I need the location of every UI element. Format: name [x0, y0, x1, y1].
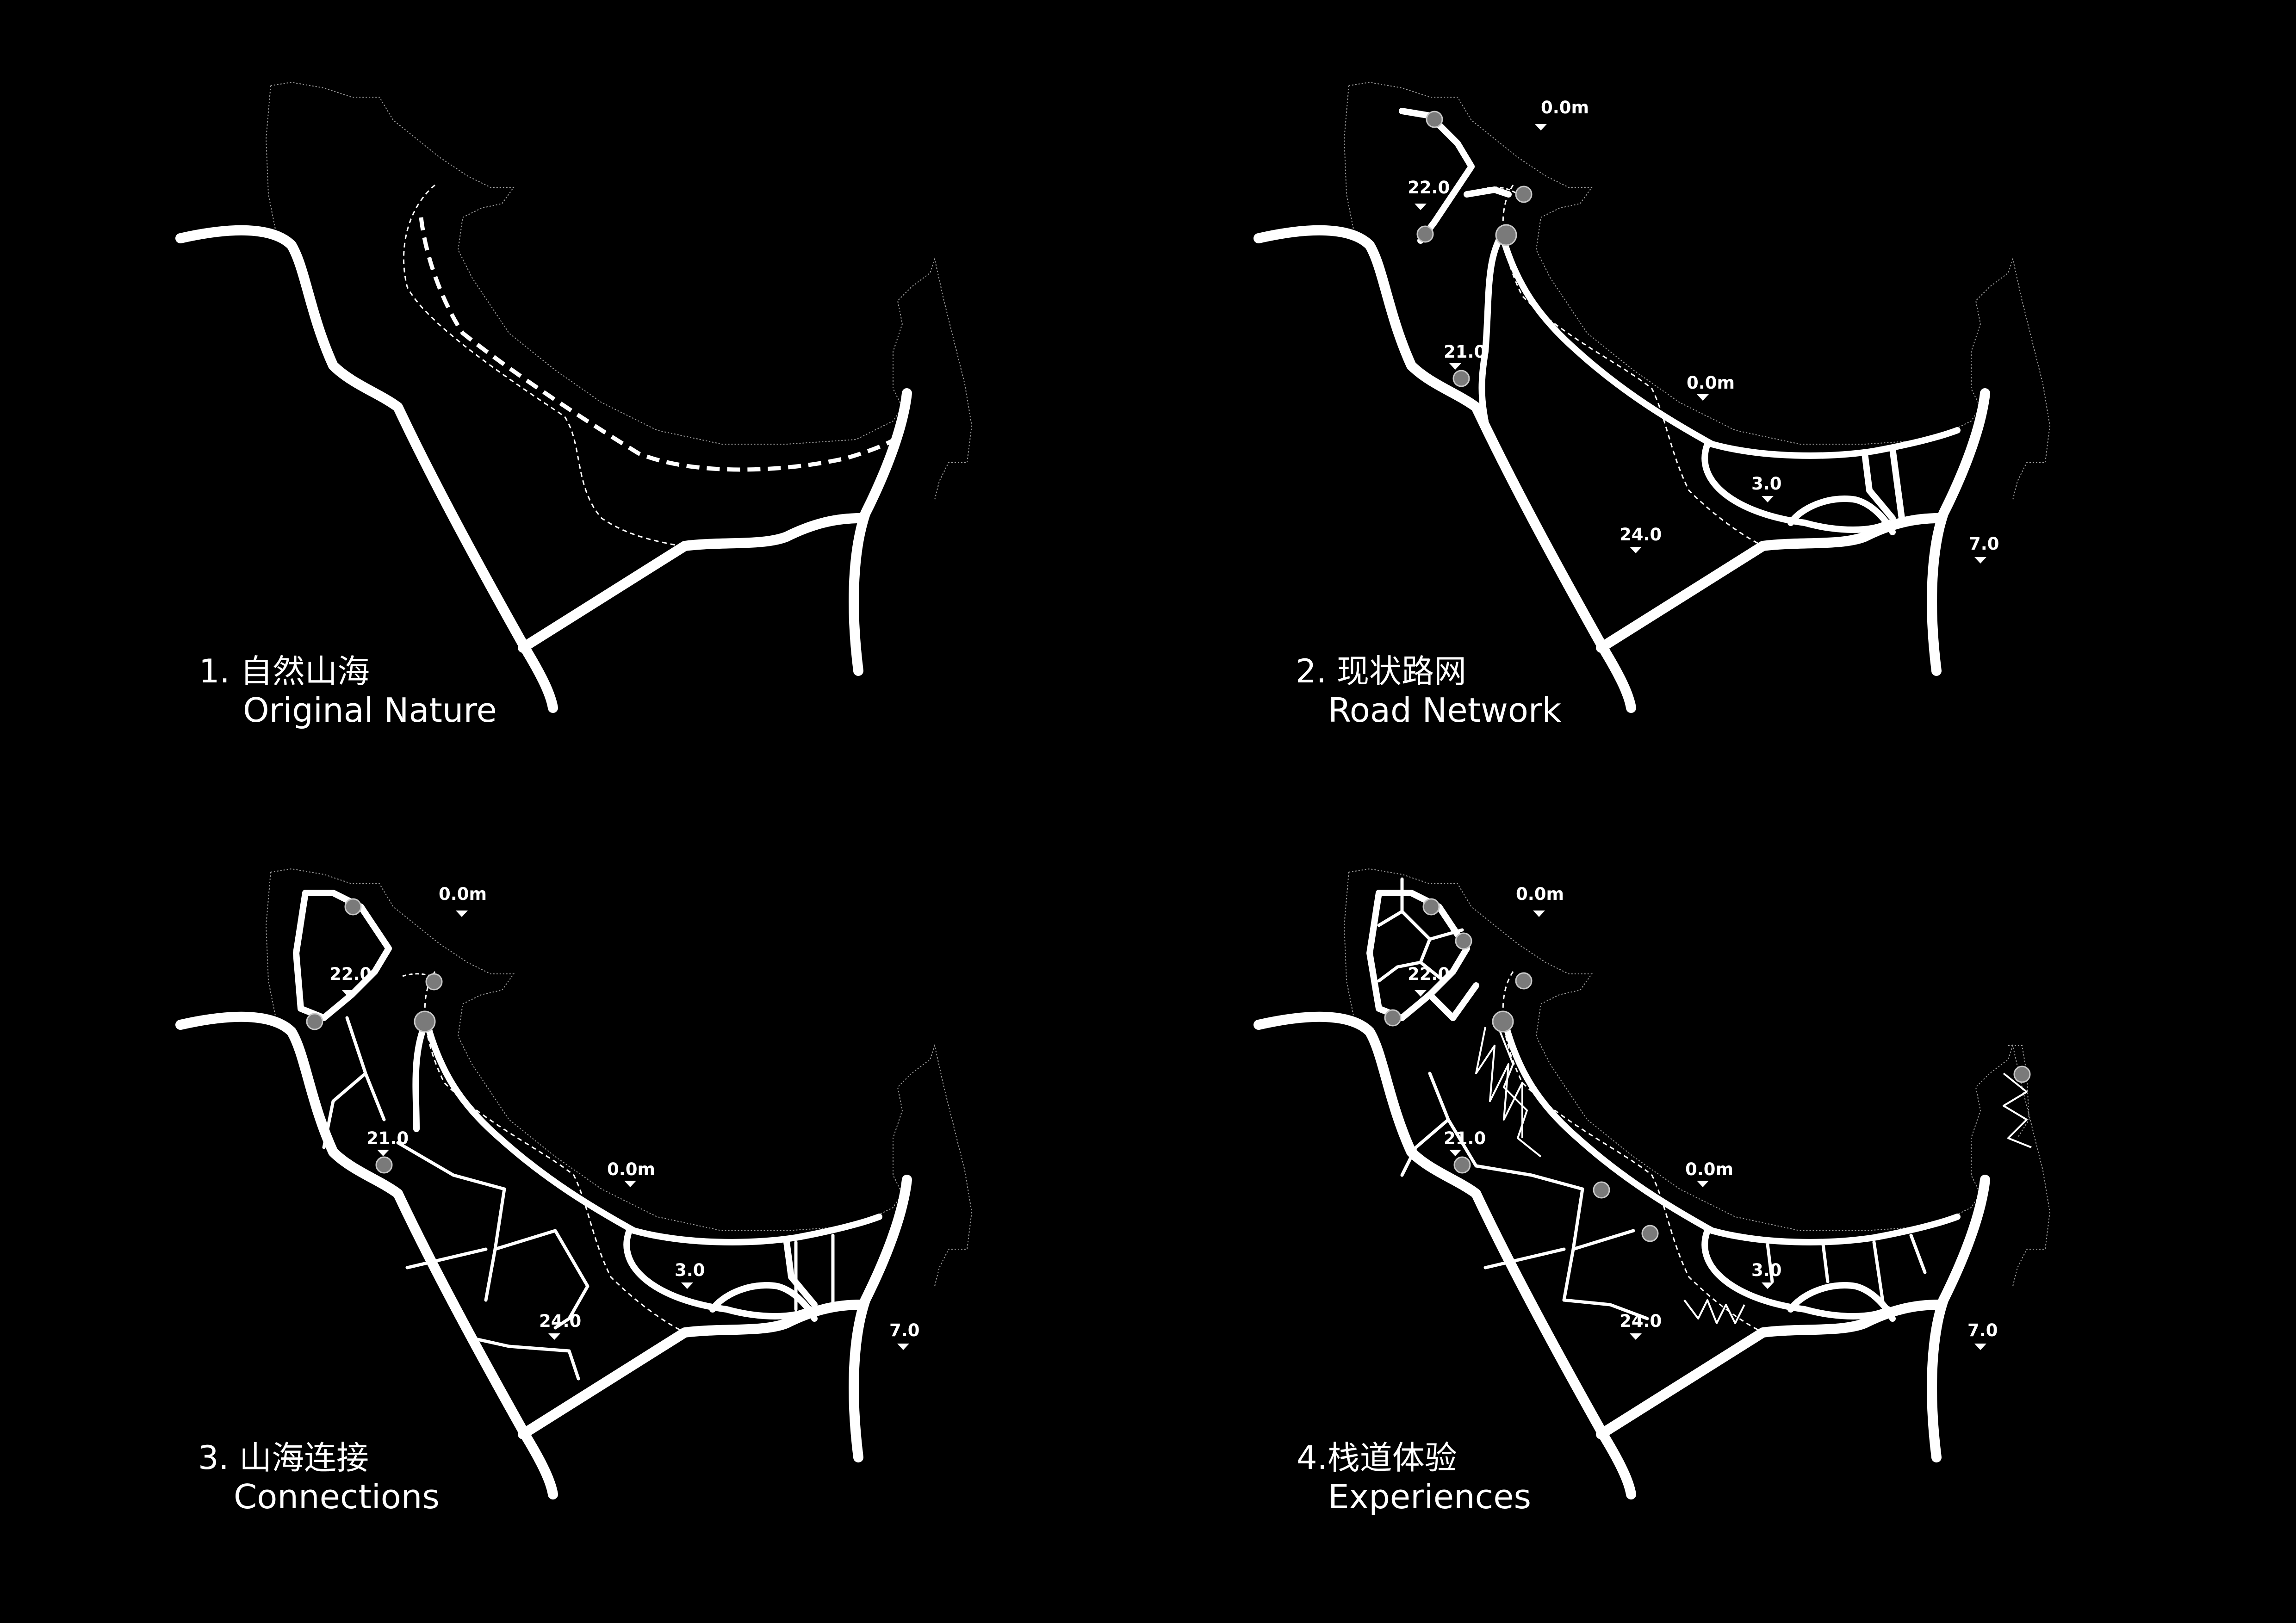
elevation-label: 24.0	[1620, 1311, 1662, 1331]
coast-walkway	[419, 217, 904, 472]
circle-node-icon	[1416, 225, 1434, 243]
elevation-label: 22.0	[1408, 964, 1450, 984]
circle-node-icon	[1384, 1009, 1402, 1027]
boardwalk-network	[1377, 877, 1927, 1320]
triangle-down-icon	[456, 911, 468, 917]
elevation-label: 3.0	[1751, 1260, 1782, 1280]
road-network	[293, 890, 882, 1322]
triangle-down-icon	[897, 1344, 909, 1350]
elevation-label: 22.0	[1408, 178, 1450, 198]
circle-node-icon	[1422, 898, 1440, 916]
triangle-down-icon	[1762, 1282, 1774, 1289]
elevation-label: 7.0	[1967, 1320, 1998, 1340]
triangle-down-icon	[1415, 204, 1427, 210]
panel-1-caption-en: Original Nature	[243, 691, 497, 730]
elevation-label: 7.0	[1969, 534, 1999, 554]
panel-2-caption-cn: 2. 现状路网	[1296, 652, 1466, 690]
elevation-label: 0.0m	[439, 884, 487, 904]
circle-node-icon	[306, 1013, 323, 1030]
circle-node-icon	[1492, 1010, 1514, 1033]
elevation-label: 3.0	[1751, 474, 1782, 494]
triangle-down-icon	[377, 1150, 389, 1156]
viewpoint-nodes	[1384, 898, 2031, 1242]
elevation-label: 0.0m	[1516, 884, 1564, 904]
panel-2-caption-en: Road Network	[1328, 691, 1561, 730]
circle-node-icon	[1593, 1181, 1610, 1199]
triangle-down-icon	[1535, 124, 1547, 130]
panel-3-caption-en: Connections	[234, 1477, 440, 1516]
elevation-label: 0.0m	[607, 1159, 655, 1179]
circle-node-icon	[1515, 972, 1533, 990]
circle-node-icon	[344, 898, 362, 916]
viewpoint-nodes	[306, 898, 443, 1174]
panel-3-caption-cn: 3. 山海连接	[198, 1439, 369, 1477]
circle-node-icon	[375, 1156, 393, 1174]
elevation-label: 21.0	[1444, 1128, 1486, 1148]
circle-node-icon	[1455, 932, 1472, 950]
panel-road-network: 0.0m 22.0 21.0 0.0m 3.0 24.0 7.0 2. 现状路网…	[1259, 82, 2050, 730]
elevation-label: 0.0m	[1687, 373, 1735, 393]
panel-connections: 0.0m 22.0 21.0 0.0m 3.0 24.0 7.0 3. 山海连接…	[180, 868, 972, 1516]
connection-paths	[322, 1016, 835, 1381]
panel-original-nature: 1. 自然山海 Original Nature	[180, 82, 972, 730]
circle-node-icon	[1453, 1156, 1471, 1174]
triangle-down-icon	[548, 1333, 560, 1340]
elevation-label: 7.0	[889, 1320, 920, 1340]
triangle-down-icon	[1533, 911, 1545, 917]
triangle-down-icon	[1974, 557, 1986, 564]
elevation-label: 3.0	[675, 1260, 705, 1280]
inland-trail	[403, 184, 681, 547]
triangle-down-icon	[624, 1181, 636, 1187]
triangle-down-icon	[1974, 1344, 1986, 1350]
road-network	[1399, 108, 1961, 535]
zigzag-trestle	[1475, 1017, 2032, 1324]
triangle-down-icon	[681, 1282, 693, 1289]
elevation-labels: 0.0m 22.0 21.0 0.0m 3.0 24.0 7.0	[329, 884, 920, 1350]
elevation-labels: 0.0m 22.0 21.0 0.0m 3.0 24.0 7.0	[1408, 98, 1999, 564]
circle-node-icon	[425, 973, 443, 991]
circle-node-icon	[1641, 1225, 1659, 1242]
panel-4-caption-cn: 4.栈道体验	[1297, 1439, 1457, 1477]
panel-experiences: 0.0m 22.0 21.0 0.0m 3.0 24.0 7.0 4.栈道体验 …	[1259, 868, 2050, 1516]
triangle-down-icon	[1630, 1333, 1642, 1340]
elevation-label: 21.0	[366, 1128, 409, 1148]
circle-node-icon	[1452, 370, 1470, 387]
elevation-label: 0.0m	[1685, 1159, 1733, 1179]
triangle-down-icon	[1697, 394, 1709, 401]
triangle-down-icon	[1630, 547, 1642, 553]
triangle-down-icon	[1697, 1181, 1709, 1187]
viewpoint-nodes	[1416, 111, 1533, 387]
circle-node-icon	[1515, 186, 1533, 203]
circle-node-icon	[1495, 224, 1517, 246]
elevation-label: 24.0	[539, 1311, 581, 1331]
road-network	[1366, 890, 1961, 1322]
elevation-label: 21.0	[1444, 342, 1486, 362]
elevation-label: 0.0m	[1541, 98, 1589, 118]
triangle-down-icon	[1762, 496, 1774, 502]
circle-node-icon	[2013, 1065, 2031, 1083]
circle-node-icon	[1426, 111, 1443, 128]
elevation-label: 22.0	[329, 964, 372, 984]
elevation-labels: 0.0m 22.0 21.0 0.0m 3.0 24.0 7.0	[1408, 884, 1998, 1350]
circle-node-icon	[414, 1010, 436, 1033]
triangle-down-icon	[1449, 363, 1461, 370]
triangle-down-icon	[1449, 1150, 1461, 1156]
panel-1-caption-cn: 1. 自然山海	[199, 652, 370, 690]
panel-4-caption-en: Experiences	[1328, 1477, 1531, 1516]
elevation-label: 24.0	[1620, 525, 1662, 545]
